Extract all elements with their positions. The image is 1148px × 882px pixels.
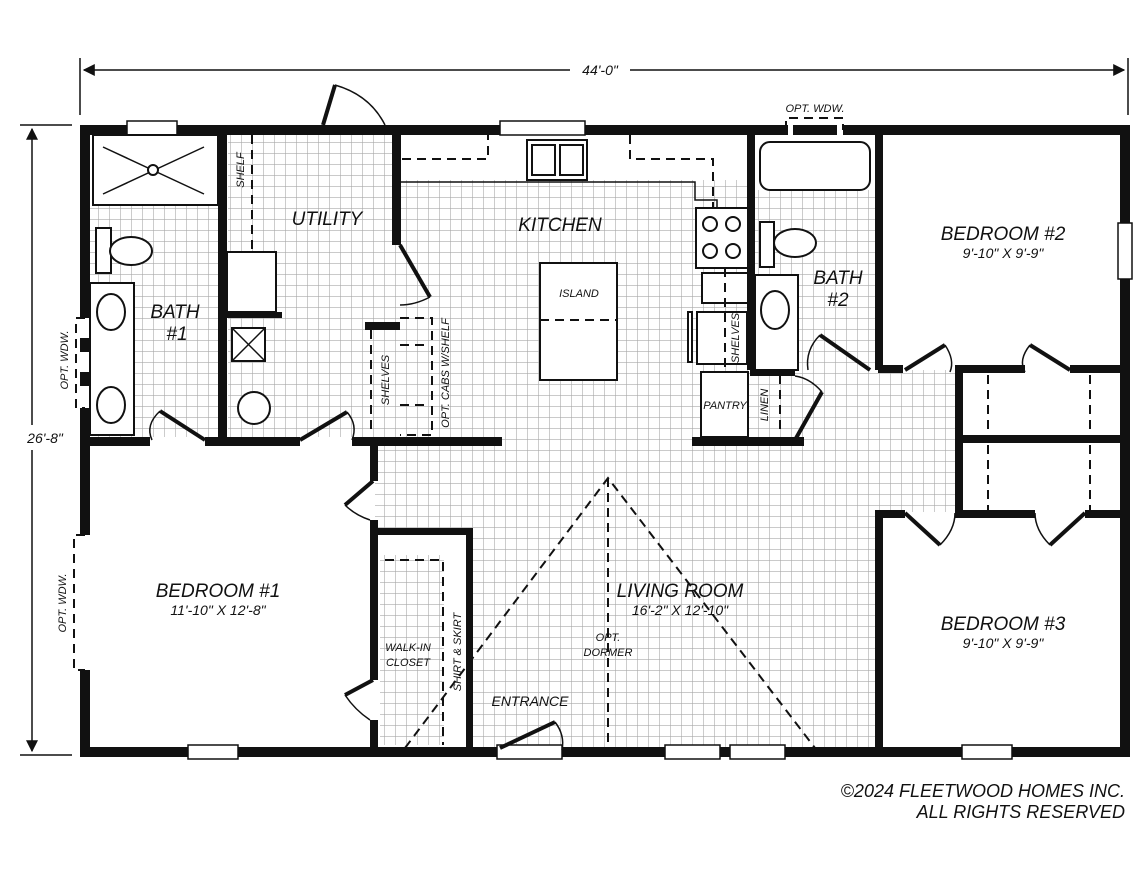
bedroom1-size: 11'-10" X 12'-8" bbox=[170, 602, 266, 618]
opt-cabs-note: OPT. CABS W/SHELF bbox=[440, 317, 452, 428]
island-label: ISLAND bbox=[559, 288, 599, 300]
shelf-note: SHELF bbox=[235, 151, 247, 188]
closet-label-1: WALK-IN bbox=[385, 642, 431, 654]
kitchen-fixtures bbox=[401, 135, 781, 438]
entrance-label: ENTRANCE bbox=[491, 693, 569, 709]
bedroom2-size: 9'-10" X 9'-9" bbox=[963, 245, 1045, 261]
notes: SHELF SHELVES OPT. CABS W/SHELF SHELVES … bbox=[57, 103, 845, 709]
width-dimension: 44'-0" bbox=[79, 58, 1129, 115]
bath2-fixtures bbox=[754, 141, 871, 371]
bath1-number: #1 bbox=[166, 324, 187, 345]
copyright-line-1: ©2024 FLEETWOOD HOMES INC. bbox=[841, 781, 1125, 801]
dormer-note-1: OPT. bbox=[596, 632, 621, 644]
interior-walls bbox=[90, 125, 1130, 750]
bath1-fixtures bbox=[89, 134, 219, 436]
bath2-number: #2 bbox=[827, 290, 849, 311]
doors bbox=[149, 84, 1087, 751]
shirt-skirt-note: SHIRT & SKIRT bbox=[452, 612, 464, 692]
bedroom3-label: BEDROOM #3 bbox=[941, 614, 1066, 635]
bedroom3-size: 9'-10" X 9'-9" bbox=[963, 635, 1045, 651]
windows bbox=[73, 117, 1133, 760]
copyright-line-2: ALL RIGHTS RESERVED bbox=[916, 802, 1125, 822]
dormer-outline bbox=[404, 476, 816, 749]
bath2-label: BATH bbox=[813, 268, 863, 289]
living-room-size: 16'-2" X 12'-10" bbox=[632, 602, 729, 618]
closet-shelves bbox=[385, 375, 1091, 745]
opt-window-bedroom-note: OPT. WDW. bbox=[57, 573, 69, 632]
dormer-note-2: DORMER bbox=[584, 647, 633, 659]
utility-fixtures bbox=[226, 135, 433, 436]
copyright: ©2024 FLEETWOOD HOMES INC. ALL RIGHTS RE… bbox=[841, 781, 1125, 822]
pantry-note: PANTRY bbox=[703, 400, 747, 412]
kitchen-label: KITCHEN bbox=[518, 215, 602, 236]
bedroom2-label: BEDROOM #2 bbox=[941, 224, 1066, 245]
bedroom1-label: BEDROOM #1 bbox=[156, 581, 281, 602]
opt-window-bath-note: OPT. WDW. bbox=[59, 330, 71, 389]
island bbox=[539, 262, 618, 381]
kitchen-shelves-note: SHELVES bbox=[730, 312, 742, 363]
living-room-label: LIVING ROOM bbox=[617, 581, 744, 602]
bath1-label: BATH bbox=[150, 302, 200, 323]
utility-label: UTILITY bbox=[292, 209, 364, 230]
linen-note: LINEN bbox=[759, 389, 771, 421]
opt-window-top-note: OPT. WDW. bbox=[785, 103, 844, 115]
depth-dimension: 26'-8" bbox=[20, 124, 72, 756]
utility-shelves-note: SHELVES bbox=[380, 354, 392, 405]
room-labels: BATH #1 UTILITY KITCHEN ISLAND BATH #2 B… bbox=[150, 209, 1065, 669]
width-label: 44'-0" bbox=[582, 62, 619, 78]
closet-label-2: CLOSET bbox=[386, 657, 431, 669]
depth-label: 26'-8" bbox=[26, 430, 64, 446]
